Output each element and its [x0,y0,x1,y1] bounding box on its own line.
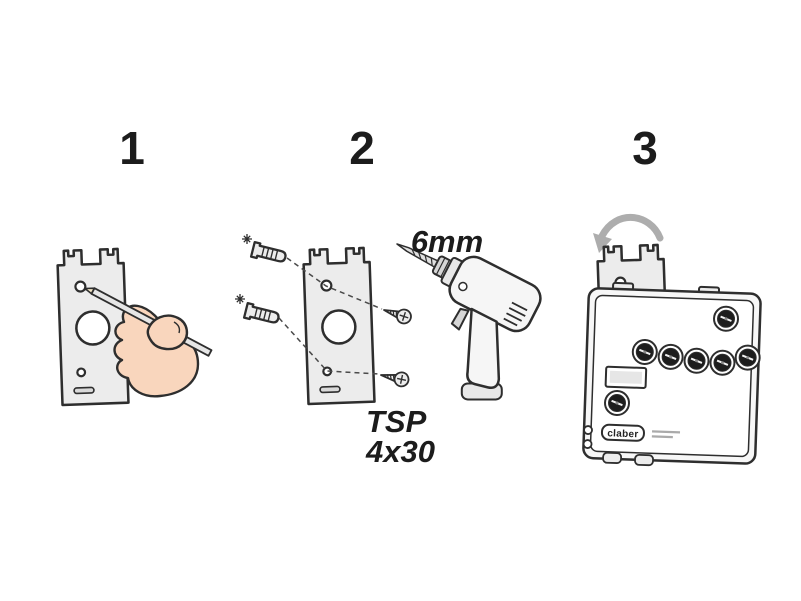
drill-bit-spiral [411,249,433,266]
drill-vents [503,301,528,327]
wall-anchor-plug [249,240,289,266]
side-connector [582,439,593,449]
timer-device: claber [582,281,762,467]
program-dial [683,347,710,375]
drill-illustration [396,243,542,401]
drill-chuck-rings [435,257,450,278]
device-front-panel [589,294,755,458]
hand-with-pencil [84,287,213,398]
drill-size-label: 6mm [411,224,483,259]
step-1-number: 1 [119,122,145,174]
mark-sparkle-icon [241,233,253,245]
claber-logo-text: claber [607,428,639,440]
program-dial [712,305,740,333]
mark-sparkle-icon [234,293,246,305]
mounting-screw [380,302,414,327]
screw-type-label: TSP [366,404,427,439]
thumb-nail-line [173,321,181,334]
wall-anchor-plug [242,301,282,327]
fine-print-line [651,430,681,434]
step-1-illustration [55,247,213,407]
program-dial [603,389,631,417]
side-connector [583,425,593,435]
device-foot [602,451,623,464]
step-2-number: 2 [349,122,375,174]
curved-arrow-icon [593,214,664,253]
screw-size-label: 4x30 [365,434,435,469]
drill-side-screw [458,281,468,292]
alignment-dash-line-top [286,257,383,310]
fine-print-line [651,435,673,439]
program-dial [734,344,762,371]
drill-handle [466,307,501,389]
thumb [146,314,189,351]
step-3-number: 3 [632,122,658,174]
pencil-graphite [84,287,87,291]
program-dial [657,343,685,371]
drill-trigger [450,307,470,331]
step-3-illustration: claber [582,214,762,467]
step-2-illustration: 6mm TSP 4x30 [234,224,542,469]
mounting-screw [378,367,411,389]
claber-logo [600,423,645,442]
program-dial [631,338,659,366]
device-foot [634,453,654,467]
lcd-display-screen [609,370,643,384]
wall-bracket [301,246,376,406]
program-dial [709,349,736,377]
